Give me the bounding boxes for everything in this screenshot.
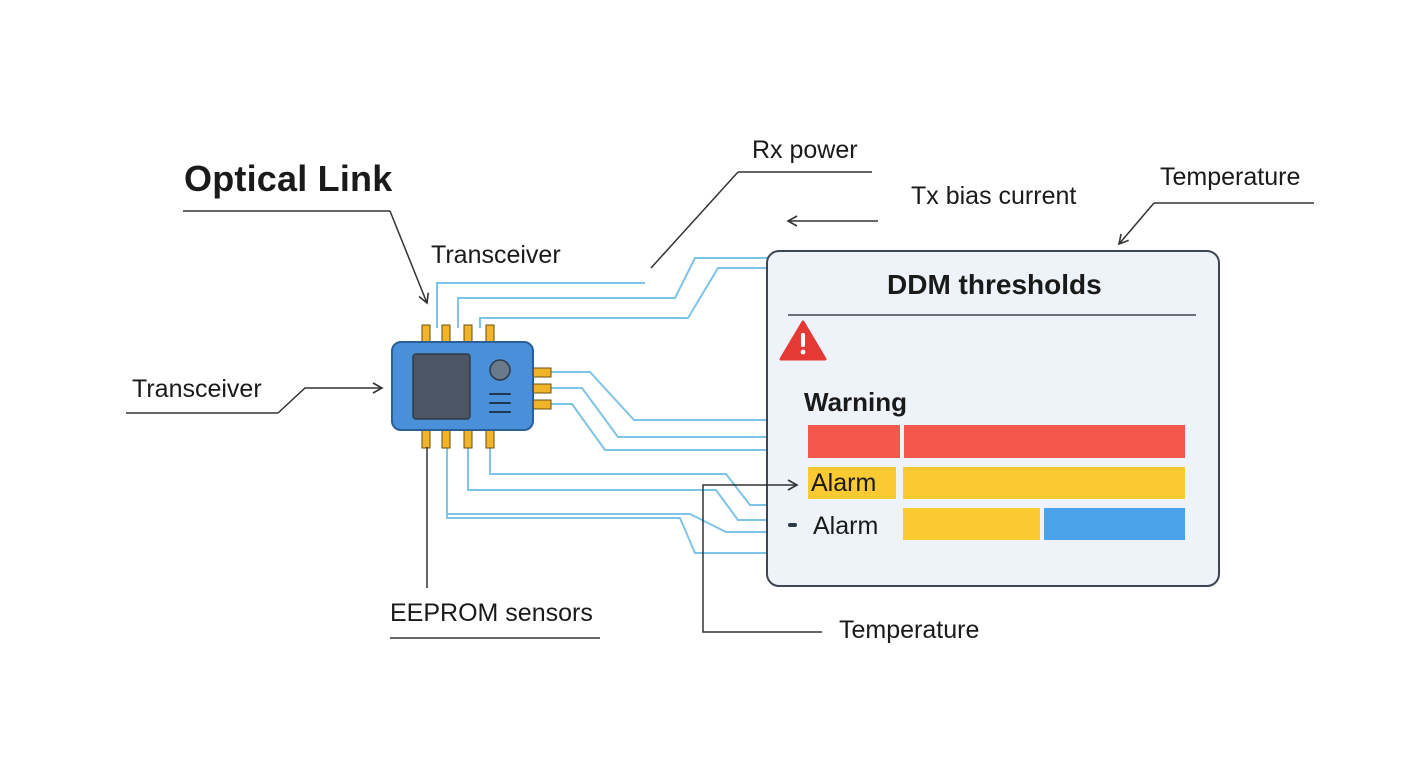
warning-label: Warning [804,387,908,417]
signal-wires [436,257,768,554]
transceiver-top-label: Transceiver [431,241,561,269]
chip-die [412,353,471,420]
temperature-bottom-label: Temperature [839,616,980,644]
ddm-thresholds-title: DDM thresholds [887,269,1102,300]
wire-bottom-3 [446,446,768,533]
bullet-dash [788,523,797,527]
wire-top-3 [479,267,768,328]
alarm-label-1: Alarm [811,469,877,497]
diagram-title: Optical Link [184,158,393,199]
ddm-thresholds-panel [766,250,1220,587]
wire-top-2 [457,257,768,328]
chip-led [489,359,511,381]
alarm-bar-yellow-short [903,508,1040,540]
temperature-top-label: Temperature [1160,163,1301,191]
alarm-bar-yellow-left [808,467,896,499]
wire-right-1 [551,371,768,421]
wire-bottom-1 [489,446,768,506]
wire-bottom-4 [446,514,768,554]
rx-power-leader [650,171,739,269]
wire-right-3 [551,403,768,451]
eeprom-sensors-label: EEPROM sensors [390,599,593,627]
leader-lines [126,171,1314,639]
rx-power-label: Rx power [752,136,858,164]
warning-bar-red-right [904,425,1185,458]
wire-bottom-2 [467,446,768,521]
alarm-bar-yellow-right [903,467,1185,499]
transceiver-left-arrow [277,382,384,414]
transceiver-chip [391,324,552,449]
temperature-bottom-leader [702,479,822,633]
tx-bias-current-label: Tx bias current [911,182,1077,210]
alarm-label-2: Alarm [813,512,879,540]
warning-bar-red-left [808,425,900,458]
wire-top-1 [436,282,645,328]
warning-triangle-icon [779,320,827,361]
panel-frame [766,250,1220,587]
wire-right-2 [551,387,768,438]
title-arrow [389,210,430,305]
temperature-top-arrow [1117,202,1155,246]
alarm-bar-blue [1044,508,1185,540]
transceiver-left-label: Transceiver [132,375,262,403]
